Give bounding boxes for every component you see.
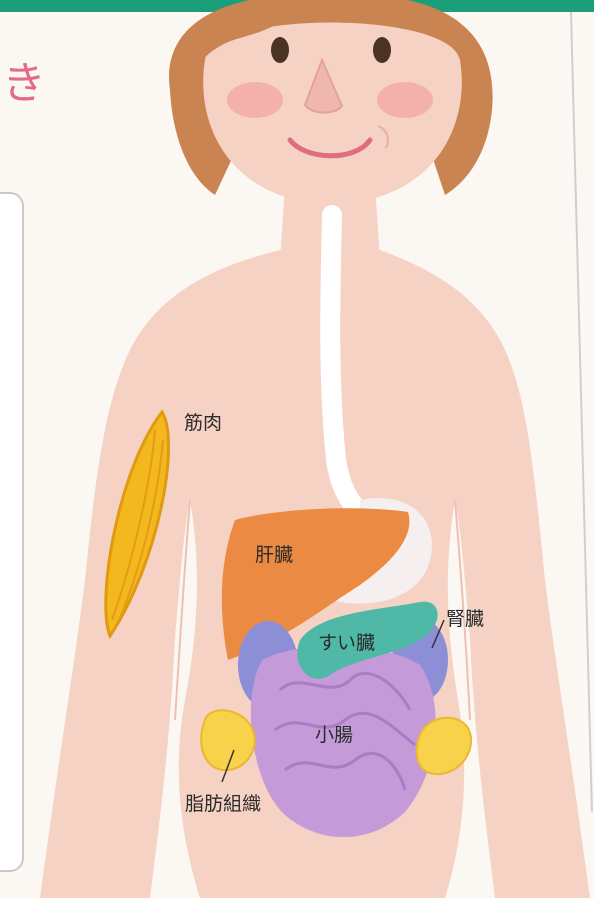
left-cheek — [227, 82, 283, 118]
pancreas-label: すい臓 — [318, 628, 375, 655]
left-eye — [271, 37, 289, 63]
right-eye — [373, 37, 391, 63]
adipose-label: 脂肪組織 — [185, 789, 261, 816]
right-cheek — [377, 82, 433, 118]
small-intestine-label: 小腸 — [315, 720, 353, 747]
muscle-label: 筋肉 — [184, 408, 222, 435]
kidney-label: 腎臓 — [446, 604, 484, 631]
left-adipose — [201, 710, 255, 770]
liver-label: 肝臓 — [255, 540, 293, 567]
